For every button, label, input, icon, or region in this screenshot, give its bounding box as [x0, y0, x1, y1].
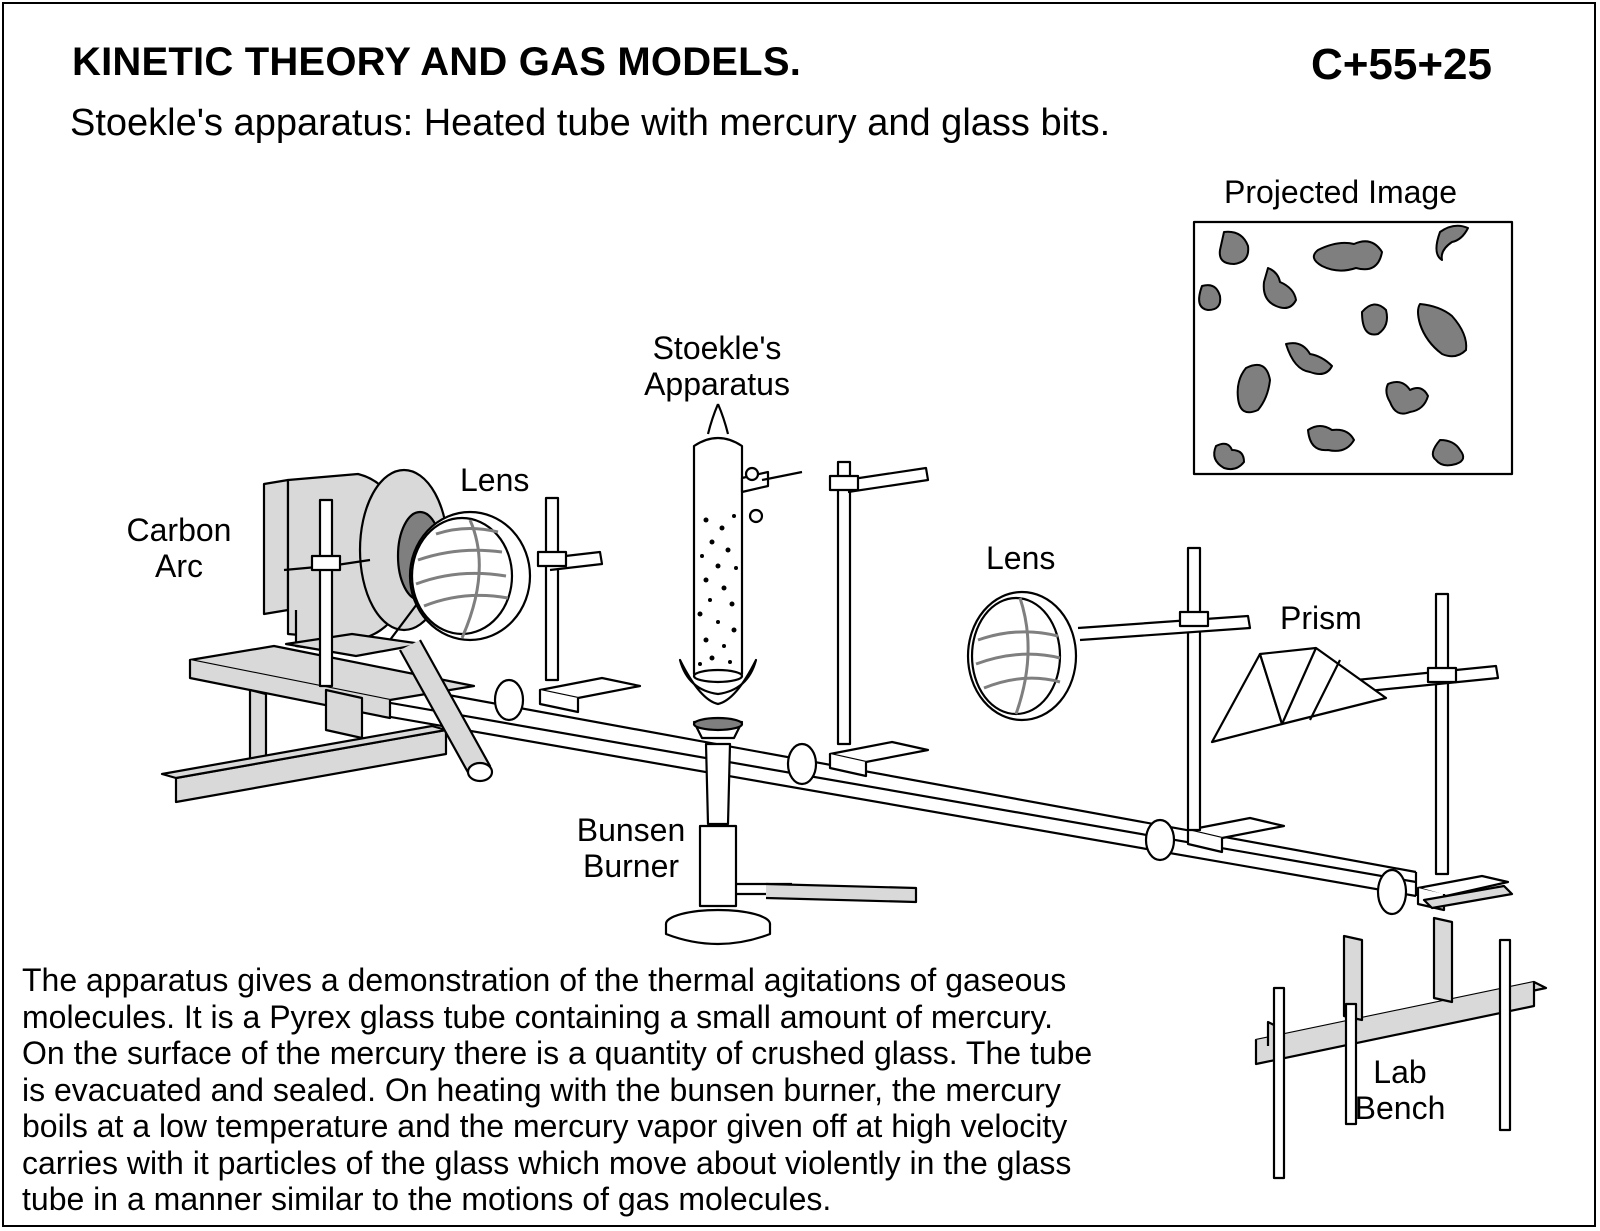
lab-bench-drawing [1254, 884, 1548, 1180]
prism-drawing [1210, 646, 1388, 744]
label-lab-bench-line1: Lab [1373, 1054, 1427, 1090]
label-projected-image: Projected Image [1224, 174, 1458, 210]
optical-bench [360, 676, 1510, 916]
description-line: tube in a manner similar to the motions … [22, 1181, 832, 1217]
bunsen-burner-drawing [664, 742, 918, 946]
description-paragraph: The apparatus gives a demonstration of t… [22, 962, 1252, 1218]
label-stoekles-line2: Apparatus [644, 366, 790, 402]
stands [283, 460, 1500, 876]
glass-particle-blob [1213, 442, 1245, 471]
label-stoekles-apparatus: Stoekle's Apparatus [632, 330, 802, 402]
label-bunsen-line1: Bunsen [576, 812, 686, 848]
left-lens [408, 510, 532, 642]
page-subtitle: Stoekle's apparatus: Heated tube with me… [70, 102, 1111, 144]
glass-particle-blob [1198, 284, 1222, 311]
label-lens-right: Lens [986, 540, 1056, 576]
glass-particle-blob [1361, 303, 1388, 336]
glass-particle-blob [1431, 439, 1465, 467]
label-bunsen-burner: Bunsen Burner [566, 812, 696, 884]
glass-particle-blob [1435, 224, 1469, 261]
description-line: boils at a low temperature and the mercu… [22, 1108, 1068, 1144]
description-line: On the surface of the mercury there is a… [22, 1035, 1093, 1071]
description-line: molecules. It is a Pyrex glass tube cont… [22, 998, 1053, 1035]
label-bunsen-line2: Burner [582, 848, 680, 884]
label-prism: Prism [1280, 600, 1362, 636]
label-lab-bench: Lab Bench [1340, 1054, 1460, 1126]
glass-particle-blob [1218, 230, 1250, 265]
glass-particle-blob [1285, 342, 1333, 375]
label-stoekles-line1: Stoekle's [652, 330, 782, 366]
glass-particle-blob [1312, 240, 1383, 272]
glass-particle-blob [1307, 425, 1355, 452]
glass-particles [697, 514, 738, 666]
description-line: is evacuated and sealed. On heating with… [22, 1071, 1061, 1108]
right-lens [966, 590, 1078, 722]
projected-image-panel [1192, 220, 1514, 476]
glass-particle-blob [1236, 364, 1271, 414]
description-line: The apparatus gives a demonstration of t… [22, 962, 1067, 998]
page-title: KINETIC THEORY AND GAS MODELS. [72, 40, 802, 84]
description-line: carries with it particles of the glass w… [22, 1144, 1072, 1181]
label-carbon-arc-line2: Arc [155, 548, 203, 584]
label-lens-left: Lens [460, 462, 530, 498]
glass-particle-blob [1385, 381, 1429, 415]
stoekle-tube [678, 403, 803, 740]
label-lab-bench-line2: Bench [1354, 1090, 1446, 1126]
label-carbon-arc-line1: Carbon [126, 512, 232, 548]
glass-particle-blob [1262, 267, 1297, 309]
catalog-code: C+55+25 [1310, 40, 1492, 89]
label-carbon-arc: Carbon Arc [114, 512, 244, 584]
glass-particle-blob [1417, 303, 1468, 358]
